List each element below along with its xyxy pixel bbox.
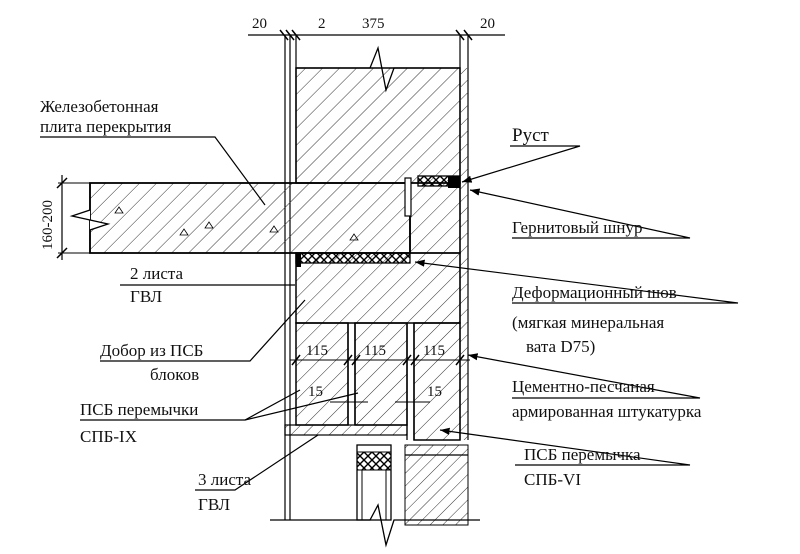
label-rust: Руст [512, 125, 550, 146]
label-dobor-line2: блоков [150, 365, 199, 384]
slab-dimension-line [56, 175, 90, 260]
label-gvl3-line2: ГВЛ [198, 495, 231, 514]
bottom-gvl [270, 424, 480, 548]
label-gvl2-line1: 2 листа [130, 264, 184, 283]
dim-top-1: 20 [252, 16, 267, 32]
label-cement-line1: Цементно-песчаная [512, 377, 655, 396]
label-deform-line3: вата D75) [526, 337, 595, 356]
label-psb-ix-line1: ПСБ перемычки [80, 400, 198, 419]
label-psb-vi-line1: ПСБ перемычка [524, 445, 641, 464]
dim-top-2: 2 [318, 16, 326, 32]
psb-lintels [295, 322, 461, 441]
upper-wall [295, 45, 461, 184]
label-deform-line1: Деформационный шов [512, 283, 677, 302]
label-psb-ix-line2: СПБ-IX [80, 427, 137, 446]
rust-block [409, 182, 461, 254]
dim-block-2: 115 [364, 343, 386, 359]
gvl-sheets-vertical [284, 35, 469, 520]
block-dimension-line [290, 354, 470, 403]
label-gvl3-line1: 3 листа [198, 470, 252, 489]
top-dimension-line [248, 29, 505, 41]
label-psb-vi-line2: СПБ-VI [524, 470, 581, 489]
dim-slab-thickness: 160-200 [40, 200, 56, 250]
leader-lines [40, 136, 739, 491]
label-gvl2-line2: ГВЛ [130, 287, 163, 306]
dim-block-1: 115 [306, 343, 328, 359]
deformation-joint [295, 252, 411, 264]
concrete-slab [69, 182, 411, 254]
dim-top-3: 375 [362, 16, 385, 32]
dim-gap-1: 15 [308, 384, 323, 400]
dim-top-4: 20 [480, 16, 495, 32]
gernit-cord [448, 176, 460, 188]
label-dobor-line1: Добор из ПСБ [100, 341, 203, 360]
joint-end [296, 253, 301, 267]
anchor-plate [404, 177, 412, 217]
dim-block-3: 115 [423, 343, 445, 359]
label-cement-line2: армированная штукатурка [512, 402, 702, 421]
dim-gap-2: 15 [427, 384, 442, 400]
label-deform-line2: (мягкая минеральная [512, 313, 664, 332]
label-slab-line1: Железобетонная [40, 97, 159, 116]
label-gernit: Гернитовый шнур [512, 218, 642, 237]
label-slab-line2: плита перекрытия [40, 117, 172, 136]
